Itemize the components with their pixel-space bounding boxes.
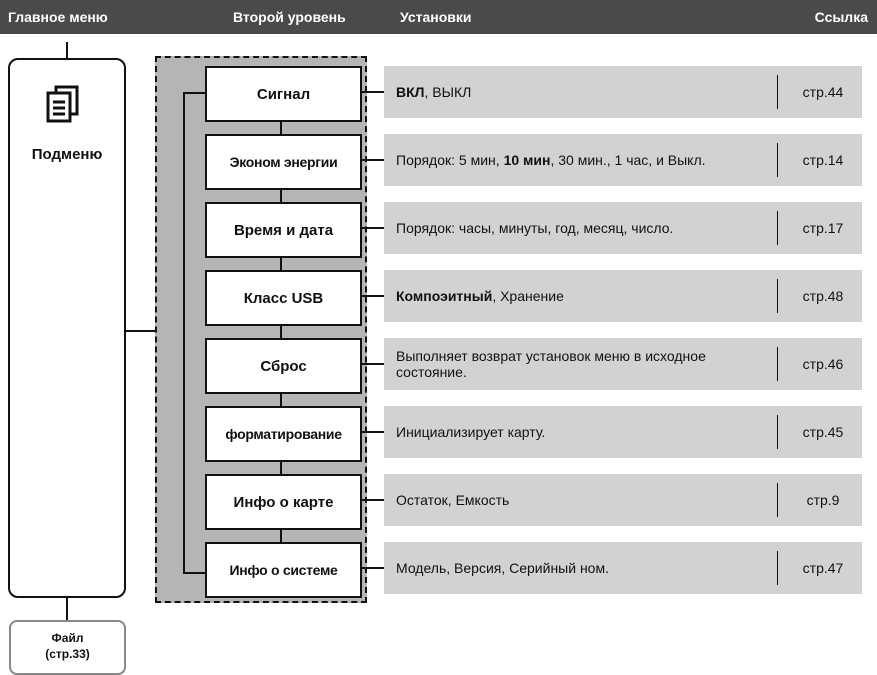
settings-divider (777, 415, 778, 449)
menu-item-box[interactable]: Класс USB (205, 270, 362, 326)
settings-text: Порядок: часы, минуты, год, месяц, число… (396, 202, 771, 254)
header-main-menu: Главное меню (8, 9, 108, 25)
item-connector (358, 295, 385, 297)
settings-text: Компоэитный, Хранение (396, 270, 771, 322)
header-reference: Ссылка (814, 9, 868, 25)
settings-row: Порядок: часы, минуты, год, месяц, число… (384, 202, 862, 254)
file-page-ref: (стр.33) (45, 647, 90, 661)
page-reference-link[interactable]: стр.45 (802, 424, 844, 440)
settings-value: Инициализирует карту. (396, 424, 546, 440)
settings-text: ВКЛ, ВЫКЛ (396, 66, 771, 118)
page-reference-link[interactable]: стр.47 (802, 560, 844, 576)
item-connector (358, 91, 385, 93)
menu-item-label: Класс USB (243, 289, 324, 307)
menu-item-label: Время и дата (233, 221, 334, 239)
settings-text: Выполняет возврат установок меню в исход… (396, 338, 771, 390)
settings-text: Остаток, Емкость (396, 474, 771, 526)
settings-text: Модель, Версия, Серийный ном. (396, 542, 771, 594)
settings-text: Инициализирует карту. (396, 406, 771, 458)
settings-divider (777, 143, 778, 177)
menu-item-box[interactable]: форматирование (205, 406, 362, 462)
menu-item-label: Сигнал (256, 85, 311, 103)
connector-main-to-panel (126, 330, 156, 332)
connector-top (66, 42, 68, 59)
settings-value: Модель, Версия, Серийный ном. (396, 560, 609, 576)
header-second-level: Второй уровень (233, 9, 346, 25)
tree-vertical-line (183, 92, 185, 574)
settings-row: Выполняет возврат установок меню в исход… (384, 338, 862, 390)
item-connector (358, 227, 385, 229)
menu-item-label: Инфо о системе (229, 562, 338, 578)
submenu-label: Подменю (31, 146, 103, 163)
table-header: Главное меню Второй уровень Установки Сс… (0, 0, 877, 34)
settings-value: Остаток, Емкость (396, 492, 510, 508)
menu-item-box[interactable]: Сброс (205, 338, 362, 394)
settings-value: Выполняет возврат установок меню в исход… (396, 348, 706, 380)
menu-item-label: Сброс (260, 357, 307, 375)
item-connector (358, 567, 385, 569)
menu-item-box[interactable]: Инфо о карте (205, 474, 362, 530)
settings-divider (777, 483, 778, 517)
settings-divider (777, 551, 778, 585)
settings-value: , ВЫКЛ (424, 84, 472, 100)
menu-item-box[interactable]: Сигнал (205, 66, 362, 122)
file-box[interactable]: Файл (стр.33) (9, 620, 126, 675)
settings-row: Порядок: 5 мин, 10 мин, 30 мин., 1 час, … (384, 134, 862, 186)
submenu-pages-icon (46, 85, 79, 123)
tree-branch-bottom (183, 572, 206, 574)
settings-value: , 30 мин., 1 час, и Выкл. (550, 152, 706, 168)
settings-value: , Хранение (492, 288, 564, 304)
settings-divider (777, 75, 778, 109)
menu-item-label: форматирование (225, 426, 342, 442)
item-connector (358, 431, 385, 433)
settings-divider (777, 347, 778, 381)
header-settings: Установки (400, 9, 472, 25)
menu-item-label: Эконом энергии (229, 154, 338, 170)
page-reference-link[interactable]: стр.46 (802, 356, 844, 372)
page-reference-link[interactable]: стр.44 (802, 84, 844, 100)
menu-item-box[interactable]: Инфо о системе (205, 542, 362, 598)
settings-default-value: 10 мин (503, 152, 551, 168)
item-connector (358, 499, 385, 501)
settings-value: Порядок: часы, минуты, год, месяц, число… (396, 220, 674, 236)
page-reference-link[interactable]: стр.9 (806, 492, 840, 508)
file-label: Файл (51, 631, 84, 645)
connector-bottom (66, 598, 68, 621)
settings-default-value: ВКЛ (396, 84, 425, 100)
settings-row: Модель, Версия, Серийный ном. стр.47 (384, 542, 862, 594)
settings-value: Порядок: 5 мин, (396, 152, 504, 168)
menu-item-box[interactable]: Эконом энергии (205, 134, 362, 190)
page-reference-link[interactable]: стр.17 (802, 220, 844, 236)
page-reference-link[interactable]: стр.14 (802, 152, 844, 168)
menu-item-box[interactable]: Время и дата (205, 202, 362, 258)
settings-default-value: Компоэитный (396, 288, 493, 304)
settings-row: Компоэитный, Хранение стр.48 (384, 270, 862, 322)
item-connector (358, 363, 385, 365)
settings-text: Порядок: 5 мин, 10 мин, 30 мин., 1 час, … (396, 134, 771, 186)
page-reference-link[interactable]: стр.48 (802, 288, 844, 304)
settings-divider (777, 279, 778, 313)
tree-branch-top (183, 92, 206, 94)
settings-row: Инициализирует карту. стр.45 (384, 406, 862, 458)
main-menu-box[interactable]: Подменю (8, 58, 126, 598)
menu-item-label: Инфо о карте (233, 493, 334, 511)
item-connector (358, 159, 385, 161)
settings-row: Остаток, Емкость стр.9 (384, 474, 862, 526)
settings-divider (777, 211, 778, 245)
settings-row: ВКЛ, ВЫКЛ стр.44 (384, 66, 862, 118)
